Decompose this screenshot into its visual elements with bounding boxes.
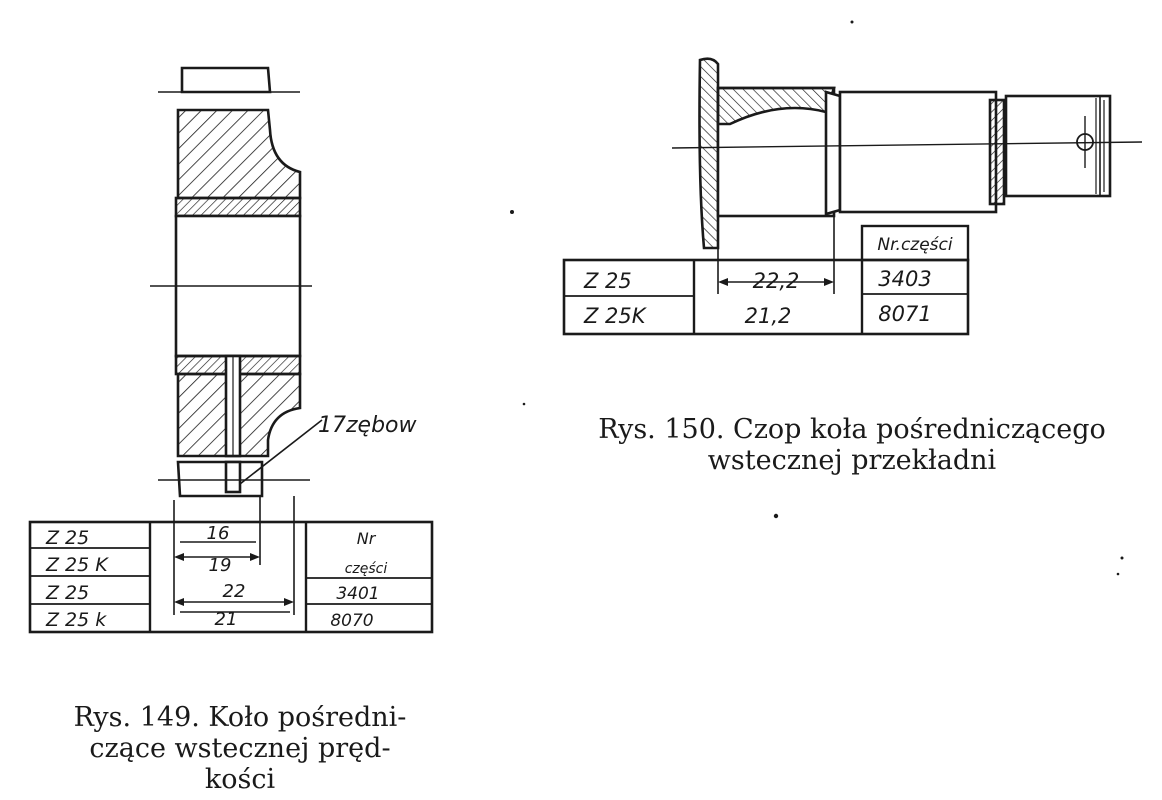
gear-model-2: Z 25 K (45, 554, 109, 576)
gear-table-part-numbers: Nr części 3401 8070 (330, 529, 387, 631)
shaft-nr-header: Nr.części (877, 235, 952, 255)
shaft-part-2: 8071 (878, 302, 931, 326)
caption-150-line-1: Rys. 150. Czop koła pośredniczącego (598, 414, 1106, 445)
shaft-dim-2: 21,2 (745, 304, 792, 328)
caption-150-line-2: wstecznej przekładni (707, 445, 997, 476)
shaft-part-1: 3403 (878, 267, 931, 291)
gear-part-2: 8070 (330, 611, 373, 631)
gear-table-models: Z 25 Z 25 K Z 25 Z 25 k (45, 527, 109, 631)
gear-dim-1: 16 (207, 523, 230, 544)
gear-dim-3: 22 (223, 581, 246, 602)
caption-149-line-2: czące wstecznej pręd- (89, 733, 391, 764)
gear-dim-2: 19 (209, 555, 232, 576)
caption-149-line-3: kości (204, 764, 276, 795)
gear-model-1: Z 25 (45, 527, 89, 549)
shaft-model-1: Z 25 (583, 269, 632, 293)
shaft-dim-1: 22,2 (753, 269, 800, 293)
shaft-pin-drawing (671, 57, 1143, 294)
teeth-count-label: 17zębow (318, 413, 418, 438)
caption-149-line-1: Rys. 149. Koło pośredni- (73, 702, 407, 733)
figure-150-caption: Rys. 150. Czop koła pośredniczącego wste… (548, 414, 1156, 476)
gear-model-3: Z 25 (45, 582, 89, 604)
shaft-table-rows: Z 25 Z 25K 22,2 21,2 3403 8071 (583, 267, 932, 328)
gear-dim-4: 21 (215, 609, 238, 630)
gear-table-grid (28, 520, 434, 634)
gear-nr-header-1: Nr (357, 529, 377, 548)
figure-149-caption: Rys. 149. Koło pośredni- czące wstecznej… (20, 702, 460, 795)
gear-part-1: 3401 (336, 584, 379, 604)
print-specks (510, 20, 1124, 576)
gear-table-dimensions: 16 19 22 21 (207, 523, 246, 630)
gear-section-drawing (150, 66, 323, 615)
shaft-model-2: Z 25K (583, 304, 648, 328)
gear-model-4: Z 25 k (45, 609, 107, 631)
gear-nr-header-2: części (345, 561, 388, 577)
shaft-table-grid (562, 224, 970, 336)
